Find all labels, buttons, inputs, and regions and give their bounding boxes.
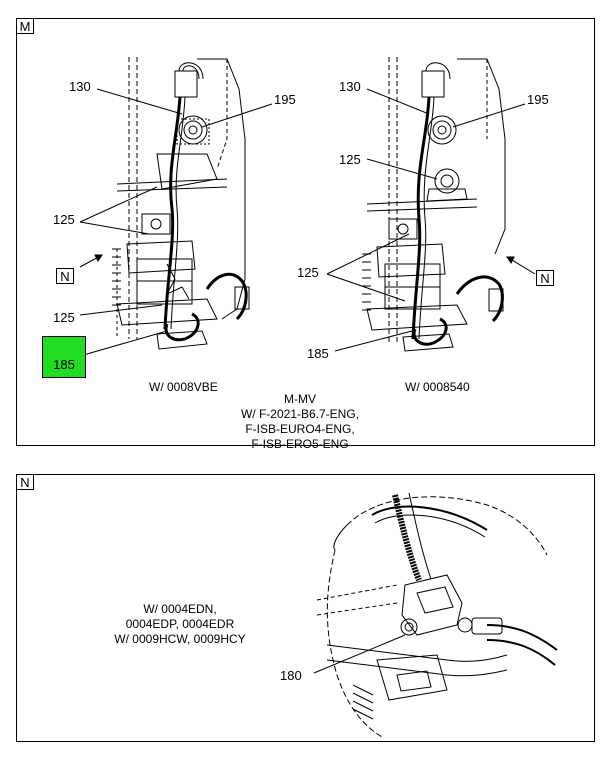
- panel-tag: N: [16, 474, 34, 490]
- caption-right-variant: W/ 0008540: [405, 380, 470, 394]
- callout-185-right: 185: [307, 346, 329, 361]
- caption-center-line-2: W/ F-2021-B6.7-ENG,: [240, 407, 360, 421]
- caption-left-variant: W/ 0008VBE: [149, 380, 218, 394]
- detail-panel-n: N: [16, 474, 595, 742]
- caption-n-line-1: W/ 0004EDN,: [143, 602, 217, 616]
- caption-applicability-n: W/ 0004EDN, 0004EDP, 0004EDR W/ 0009HCW,…: [110, 602, 250, 647]
- callout-130-left: 130: [69, 79, 91, 94]
- callout-125-right-bottom: 125: [297, 265, 319, 280]
- caption-center-line-3: F-ISB-EURO4-ENG,: [245, 422, 355, 436]
- callout-125-right-top: 125: [339, 152, 361, 167]
- callout-185-left: 185: [53, 357, 75, 372]
- detail-panel-m: M: [16, 18, 595, 451]
- view-tag-n-left: N: [56, 268, 74, 284]
- callout-125-left-top: 125: [53, 212, 75, 227]
- callout-125-left-bottom: 125: [53, 310, 75, 325]
- caption-center-applicability: M-MV W/ F-2021-B6.7-ENG, F-ISB-EURO4-ENG…: [225, 392, 375, 452]
- callout-180: 180: [280, 668, 302, 683]
- caption-center-line-4: F-ISB-ERO5-ENG: [251, 437, 349, 451]
- engine-harness-illustration-m: [79, 57, 536, 357]
- caption-n-line-2: 0004EDP, 0004EDR: [125, 617, 235, 631]
- callout-185-highlighted: 185: [42, 336, 86, 378]
- view-tag-n-right: N: [536, 270, 554, 286]
- caption-n-line-3: W/ 0009HCW, 0009HCY: [114, 632, 246, 646]
- engine-harness-illustration-n: [313, 492, 558, 738]
- callout-195-right: 195: [527, 92, 549, 107]
- callout-195-left: 195: [274, 92, 296, 107]
- caption-center-line-1: M-MV: [284, 392, 316, 406]
- panel-tag: M: [16, 18, 34, 34]
- callout-130-right: 130: [339, 79, 361, 94]
